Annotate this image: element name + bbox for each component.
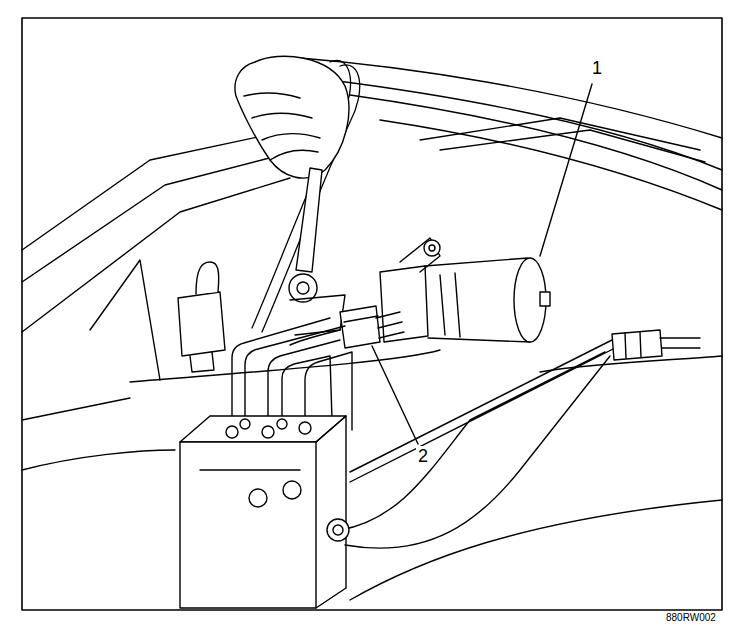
wiper-motor — [380, 238, 550, 342]
abs-modulator — [180, 416, 349, 608]
callout-number: 2 — [416, 446, 430, 466]
leader-line — [372, 346, 418, 444]
frame — [22, 18, 722, 610]
hand-with-wrench — [235, 56, 360, 335]
electrical-connector — [290, 306, 404, 348]
cowl-panels — [22, 58, 722, 600]
leader-line — [540, 84, 592, 256]
relay-unit — [178, 262, 225, 372]
callout-number: 1 — [590, 58, 604, 78]
figure-code: 880RW002 — [664, 612, 718, 624]
